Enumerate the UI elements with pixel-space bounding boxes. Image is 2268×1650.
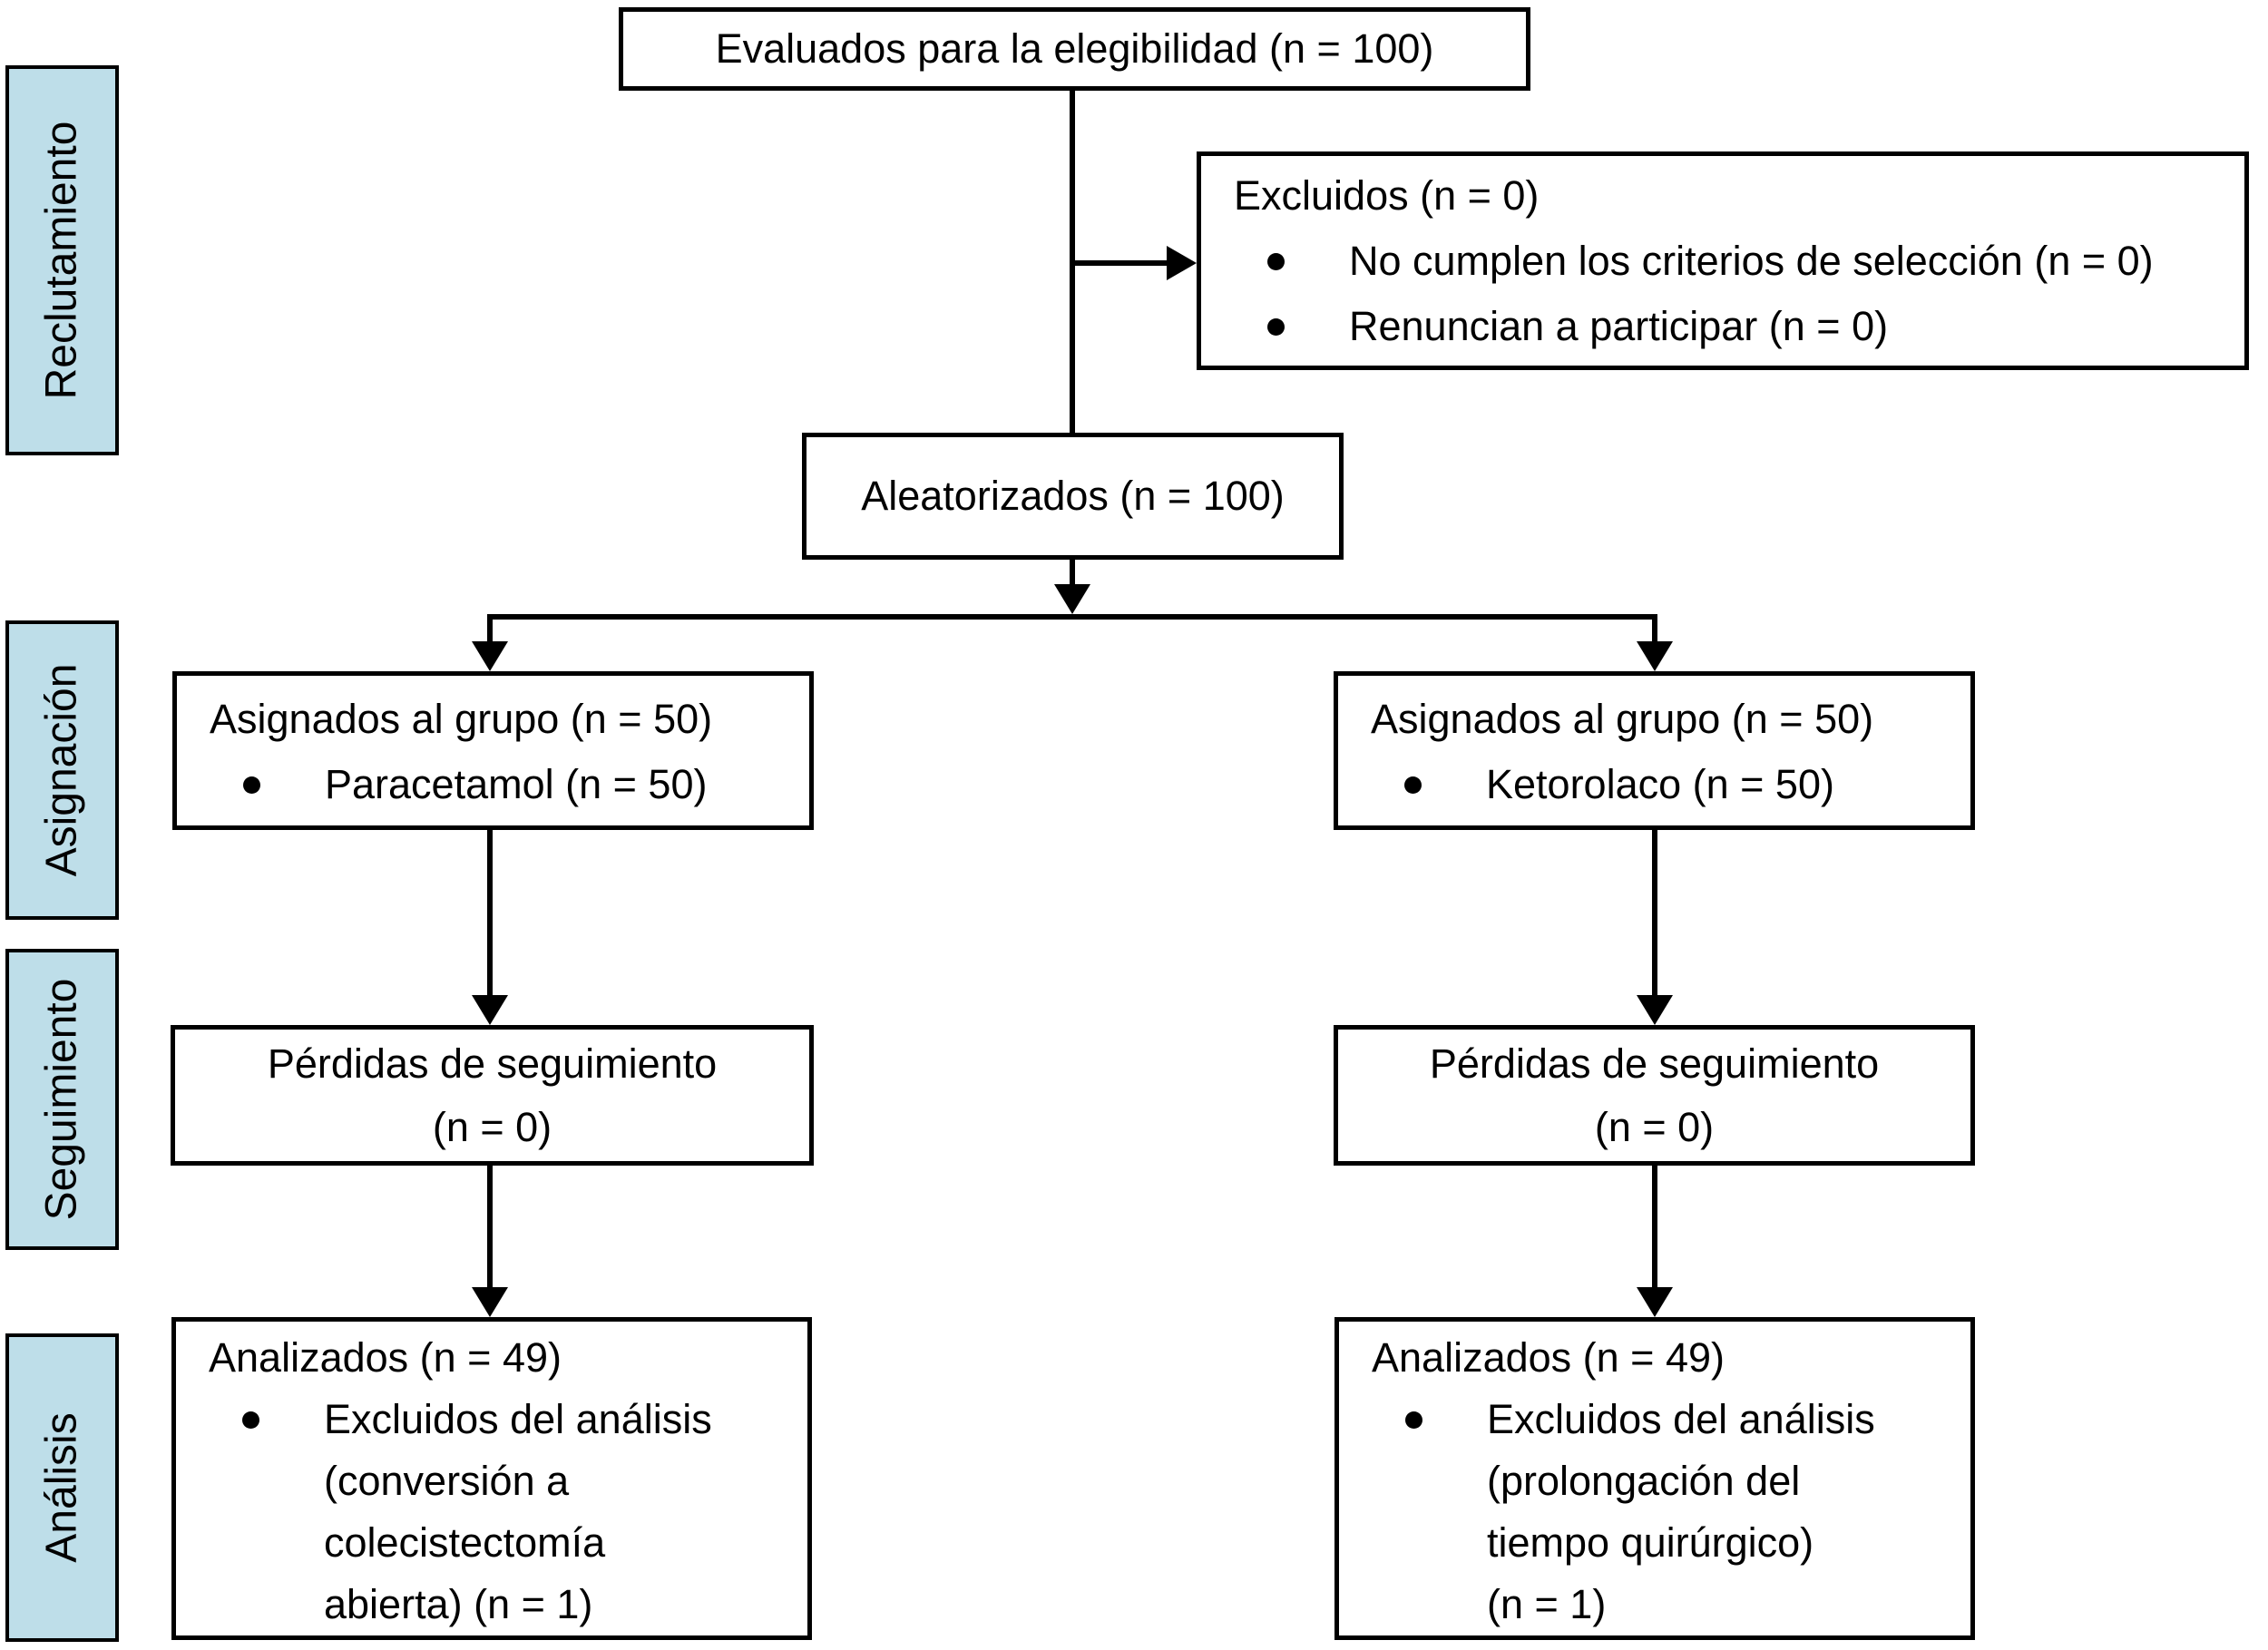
bullet-dot-icon	[243, 776, 260, 794]
arrowhead-down-icon	[1054, 584, 1090, 614]
bullet-item: Excluidos del análisis (conversión a col…	[209, 1389, 786, 1635]
bullet-dot-icon	[1404, 776, 1422, 794]
box-title: Pérdidas de seguimiento (n = 0)	[1429, 1040, 1880, 1150]
box-eligibility: Evaluados para la elegibilidad (n = 100)	[619, 7, 1530, 91]
arrowhead-down-icon	[1637, 995, 1673, 1025]
bullet-text: Renuncian a participar (n = 0)	[1349, 303, 1889, 349]
connector-branch-line	[487, 614, 1657, 620]
bullet-dot-icon	[1267, 318, 1285, 336]
box-followup-right: Pérdidas de seguimiento (n = 0)	[1334, 1025, 1975, 1166]
bullet-item: Excluidos del análisis (prolongación del…	[1372, 1389, 1949, 1635]
box-title: Asignados al grupo (n = 50)	[210, 696, 713, 742]
bullet-text: Excluidos del análisis (conversión a col…	[324, 1396, 712, 1627]
bullet-text: Excluidos del análisis (prolongación del…	[1487, 1396, 1875, 1627]
bullet-text: No cumplen los criterios de selección (n…	[1349, 238, 2154, 284]
arrowhead-down-icon	[1637, 641, 1673, 671]
stage-box-asignacion: Asignación	[5, 620, 119, 920]
box-title: Analizados (n = 49)	[209, 1334, 562, 1381]
box-title: Excluidos (n = 0)	[1234, 172, 1540, 219]
box-title: Analizados (n = 49)	[1372, 1334, 1725, 1381]
arrowhead-down-icon	[472, 1287, 508, 1317]
connector-line-randomized-branch	[1070, 558, 1075, 587]
connector-line-branch-right	[1652, 618, 1657, 643]
stage-box-reclutamiento: Reclutamiento	[5, 65, 119, 455]
stage-label-analisis: Análisis	[37, 1412, 86, 1563]
box-analysis-left: Analizados (n = 49) Excluidos del anális…	[171, 1317, 812, 1640]
arrowhead-down-icon	[472, 995, 508, 1025]
bullet-dot-icon	[242, 1411, 259, 1429]
stage-label-reclutamiento: Reclutamiento	[37, 121, 86, 400]
box-title: Asignados al grupo (n = 50)	[1371, 696, 1874, 742]
box-randomized: Aleatorizados (n = 100)	[802, 433, 1344, 560]
bullet-item: Renuncian a participar (n = 0)	[1234, 294, 2223, 359]
stage-label-asignacion: Asignación	[37, 663, 86, 877]
box-title: Aleatorizados (n = 100)	[861, 473, 1285, 519]
bullet-text: Paracetamol (n = 50)	[325, 761, 708, 807]
bullet-item: Paracetamol (n = 50)	[210, 752, 787, 817]
box-allocation-ketorolaco: Asignados al grupo (n = 50) Ketorolaco (…	[1334, 671, 1975, 830]
box-title: Evaluados para la elegibilidad (n = 100)	[715, 25, 1434, 72]
stage-label-seguimiento: Seguimiento	[37, 978, 86, 1221]
arrowhead-down-icon	[472, 641, 508, 671]
stage-box-seguimiento: Seguimiento	[5, 949, 119, 1250]
connector-line-followup-analysis-right	[1652, 1164, 1657, 1289]
box-excluded: Excluidos (n = 0) No cumplen los criteri…	[1197, 151, 2249, 370]
bullet-dot-icon	[1405, 1411, 1422, 1429]
stage-box-analisis: Análisis	[5, 1333, 119, 1642]
connector-line-alloc-followup-right	[1652, 828, 1657, 997]
connector-line-branch-left	[487, 618, 493, 643]
bullet-item: Ketorolaco (n = 50)	[1371, 752, 1949, 817]
bullet-dot-icon	[1267, 253, 1285, 270]
box-analysis-right: Analizados (n = 49) Excluidos del anális…	[1334, 1317, 1975, 1640]
arrowhead-right-icon	[1167, 246, 1197, 280]
box-allocation-paracetamol: Asignados al grupo (n = 50) Paracetamol …	[172, 671, 814, 830]
box-followup-left: Pérdidas de seguimiento (n = 0)	[171, 1025, 814, 1166]
bullet-text: Ketorolaco (n = 50)	[1486, 761, 1834, 807]
connector-line-alloc-followup-left	[487, 828, 493, 997]
bullet-item: No cumplen los criterios de selección (n…	[1234, 229, 2223, 294]
box-title: Pérdidas de seguimiento (n = 0)	[267, 1040, 718, 1150]
connector-line-to-excluded	[1072, 260, 1168, 266]
arrowhead-down-icon	[1637, 1287, 1673, 1317]
connector-line-followup-analysis-left	[487, 1164, 493, 1289]
